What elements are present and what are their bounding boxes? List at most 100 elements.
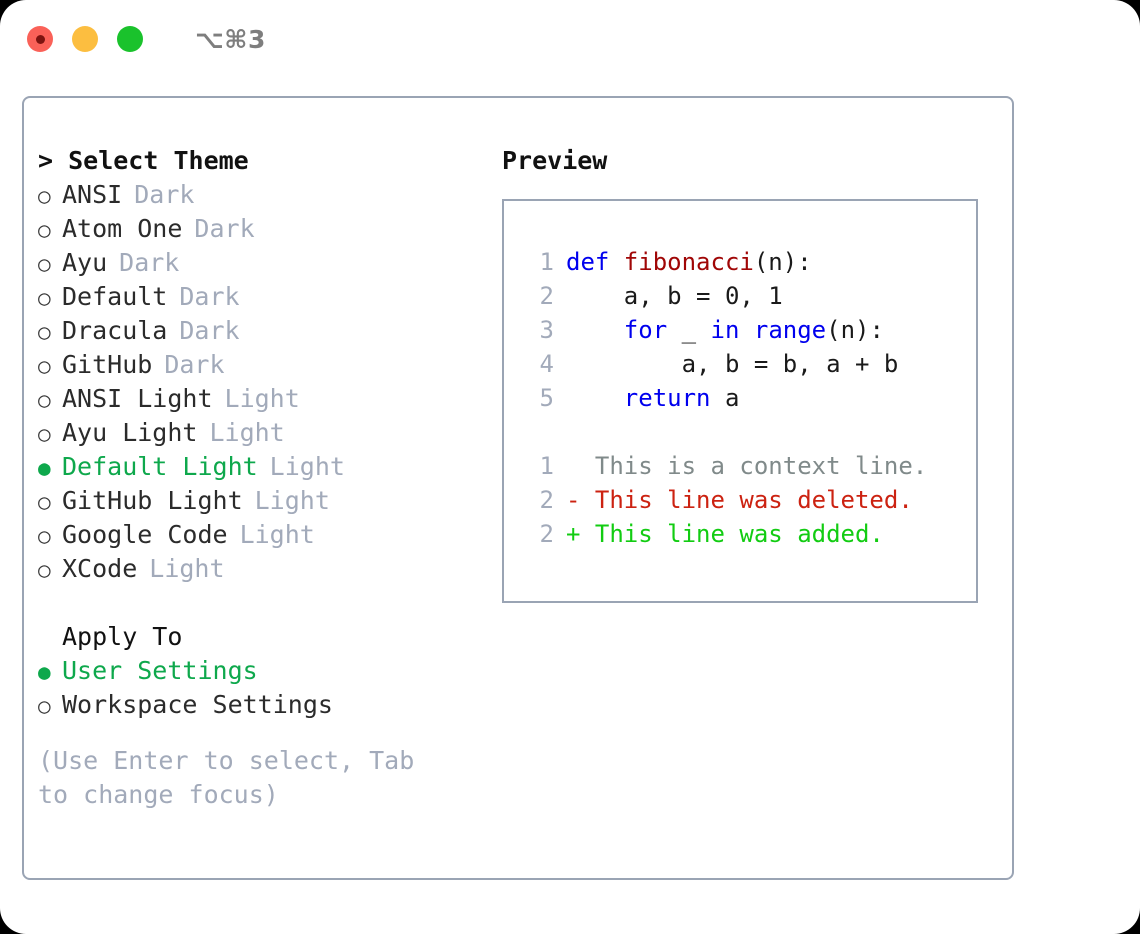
code-token-kw: for (623, 316, 668, 344)
radio-unselected-icon: ○ (38, 490, 51, 514)
diff-line-number: 2 (539, 486, 554, 514)
radio-unselected-icon: ○ (38, 218, 51, 242)
radio-unselected-icon: ○ (38, 354, 51, 378)
code-token-plain: a (710, 384, 740, 412)
theme-option-label: GitHub Light (62, 486, 243, 515)
code-line-number: 3 (539, 316, 554, 344)
diff-line-number: 2 (539, 520, 554, 548)
code-line-text: return a (566, 381, 740, 415)
close-button[interactable] (27, 26, 53, 52)
diff-line-text: This is a context line. (566, 452, 928, 480)
apply-to-option-label: Workspace Settings (62, 690, 333, 719)
code-token-kw: in (710, 316, 740, 344)
theme-option-8[interactable]: ● Default Light Light (38, 450, 488, 484)
code-diff-gap (524, 415, 976, 449)
radio-unselected-icon: ○ (38, 252, 51, 276)
apply-to-option-0[interactable]: ● User Settings (38, 654, 488, 688)
code-line-1: 1 def fibonacci(n): (524, 245, 976, 279)
keyboard-shortcut-label: ⌥⌘3 (195, 24, 266, 54)
theme-option-tag: Light (224, 384, 300, 413)
diff-sample: 1 This is a context line. 2 - This line wa… (524, 449, 976, 551)
diff-line-number: 1 (539, 452, 554, 480)
minimize-button[interactable] (72, 26, 98, 52)
code-token-kw: range (753, 316, 827, 344)
radio-unselected-icon: ○ (38, 184, 51, 208)
apply-to-option-1[interactable]: ○ Workspace Settings (38, 688, 488, 722)
code-token-plain: a, b = b, a + b (566, 350, 899, 378)
diff-line-text: - This line was deleted. (566, 486, 913, 514)
apply-to-heading: ○ Apply To (38, 620, 488, 654)
theme-option-tag: Light (149, 554, 225, 583)
diff-line-ctx: 1 This is a context line. (524, 449, 976, 483)
radio-unselected-icon: ○ (38, 388, 51, 412)
theme-option-3[interactable]: ○ Default Dark (38, 280, 488, 314)
code-line-3: 3 for _ in range(n): (524, 313, 976, 347)
theme-option-label: Atom One (62, 214, 183, 243)
code-token-plain (566, 316, 624, 344)
theme-option-label: Dracula (62, 316, 168, 345)
code-token-plain: (n): (753, 248, 812, 276)
preview-heading: Preview (502, 146, 608, 175)
code-token-plain: (n): (826, 316, 884, 344)
zoom-button[interactable] (117, 26, 143, 52)
code-token-fn: fibonacci (623, 248, 754, 276)
window-controls (27, 26, 143, 52)
theme-option-label: Ayu Light (62, 418, 198, 447)
diff-line-del: 2 - This line was deleted. (524, 483, 976, 517)
theme-option-tag: Light (254, 486, 330, 515)
radio-unselected-icon: ○ (38, 558, 51, 582)
apply-to-options-list[interactable]: ● User Settings ○ Workspace Settings (38, 654, 488, 722)
code-line-number: 2 (539, 282, 554, 310)
radio-selected-icon: ● (38, 660, 51, 684)
theme-option-tag: Dark (194, 214, 255, 243)
radio-unselected-icon: ○ (38, 694, 51, 718)
code-line-4: 4 a, b = b, a + b (524, 347, 976, 381)
theme-option-2[interactable]: ○ Ayu Dark (38, 246, 488, 280)
apply-to-label: Apply To (62, 622, 183, 651)
code-line-text: for _ in range(n): (566, 313, 884, 347)
theme-option-label: XCode (62, 554, 138, 583)
radio-unselected-icon: ○ (38, 286, 51, 310)
list-gap (38, 586, 488, 620)
theme-option-11[interactable]: ○ XCode Light (38, 552, 488, 586)
theme-option-tag: Dark (119, 248, 180, 277)
theme-option-label: Default Light (62, 452, 258, 481)
code-token-kw: def (566, 248, 624, 276)
theme-option-9[interactable]: ○ GitHub Light Light (38, 484, 488, 518)
theme-option-tag: Dark (179, 316, 240, 345)
diff-line-add: 2+ This line was added. (524, 517, 976, 551)
radio-selected-icon: ● (38, 456, 51, 480)
code-line-2: 2 a, b = 0, 1 (524, 279, 976, 313)
code-line-number: 1 (539, 248, 554, 276)
theme-option-label: ANSI (62, 180, 123, 209)
theme-option-tag: Dark (164, 350, 225, 379)
apply-to-option-label: User Settings (62, 656, 258, 685)
apply-to-marker-placeholder: ○ (38, 621, 62, 655)
code-line-5: 5 return a (524, 381, 976, 415)
code-token-kw: return (623, 384, 711, 412)
code-token-plain (739, 316, 753, 344)
theme-option-label: Ayu (62, 248, 108, 277)
theme-option-tag: Dark (179, 282, 240, 311)
code-line-text: a, b = b, a + b (566, 347, 899, 381)
theme-option-tag: Light (269, 452, 345, 481)
code-token-plain: _ (667, 316, 711, 344)
theme-option-6[interactable]: ○ ANSI Light Light (38, 382, 488, 416)
theme-option-label: Default (62, 282, 168, 311)
theme-option-label: Google Code (62, 520, 228, 549)
theme-option-label: ANSI Light (62, 384, 213, 413)
theme-option-5[interactable]: ○ GitHub Dark (38, 348, 488, 382)
theme-option-1[interactable]: ○ Atom One Dark (38, 212, 488, 246)
theme-option-label: GitHub (62, 350, 153, 379)
keyboard-hint-text: (Use Enter to select, Tab to change focu… (38, 746, 430, 809)
